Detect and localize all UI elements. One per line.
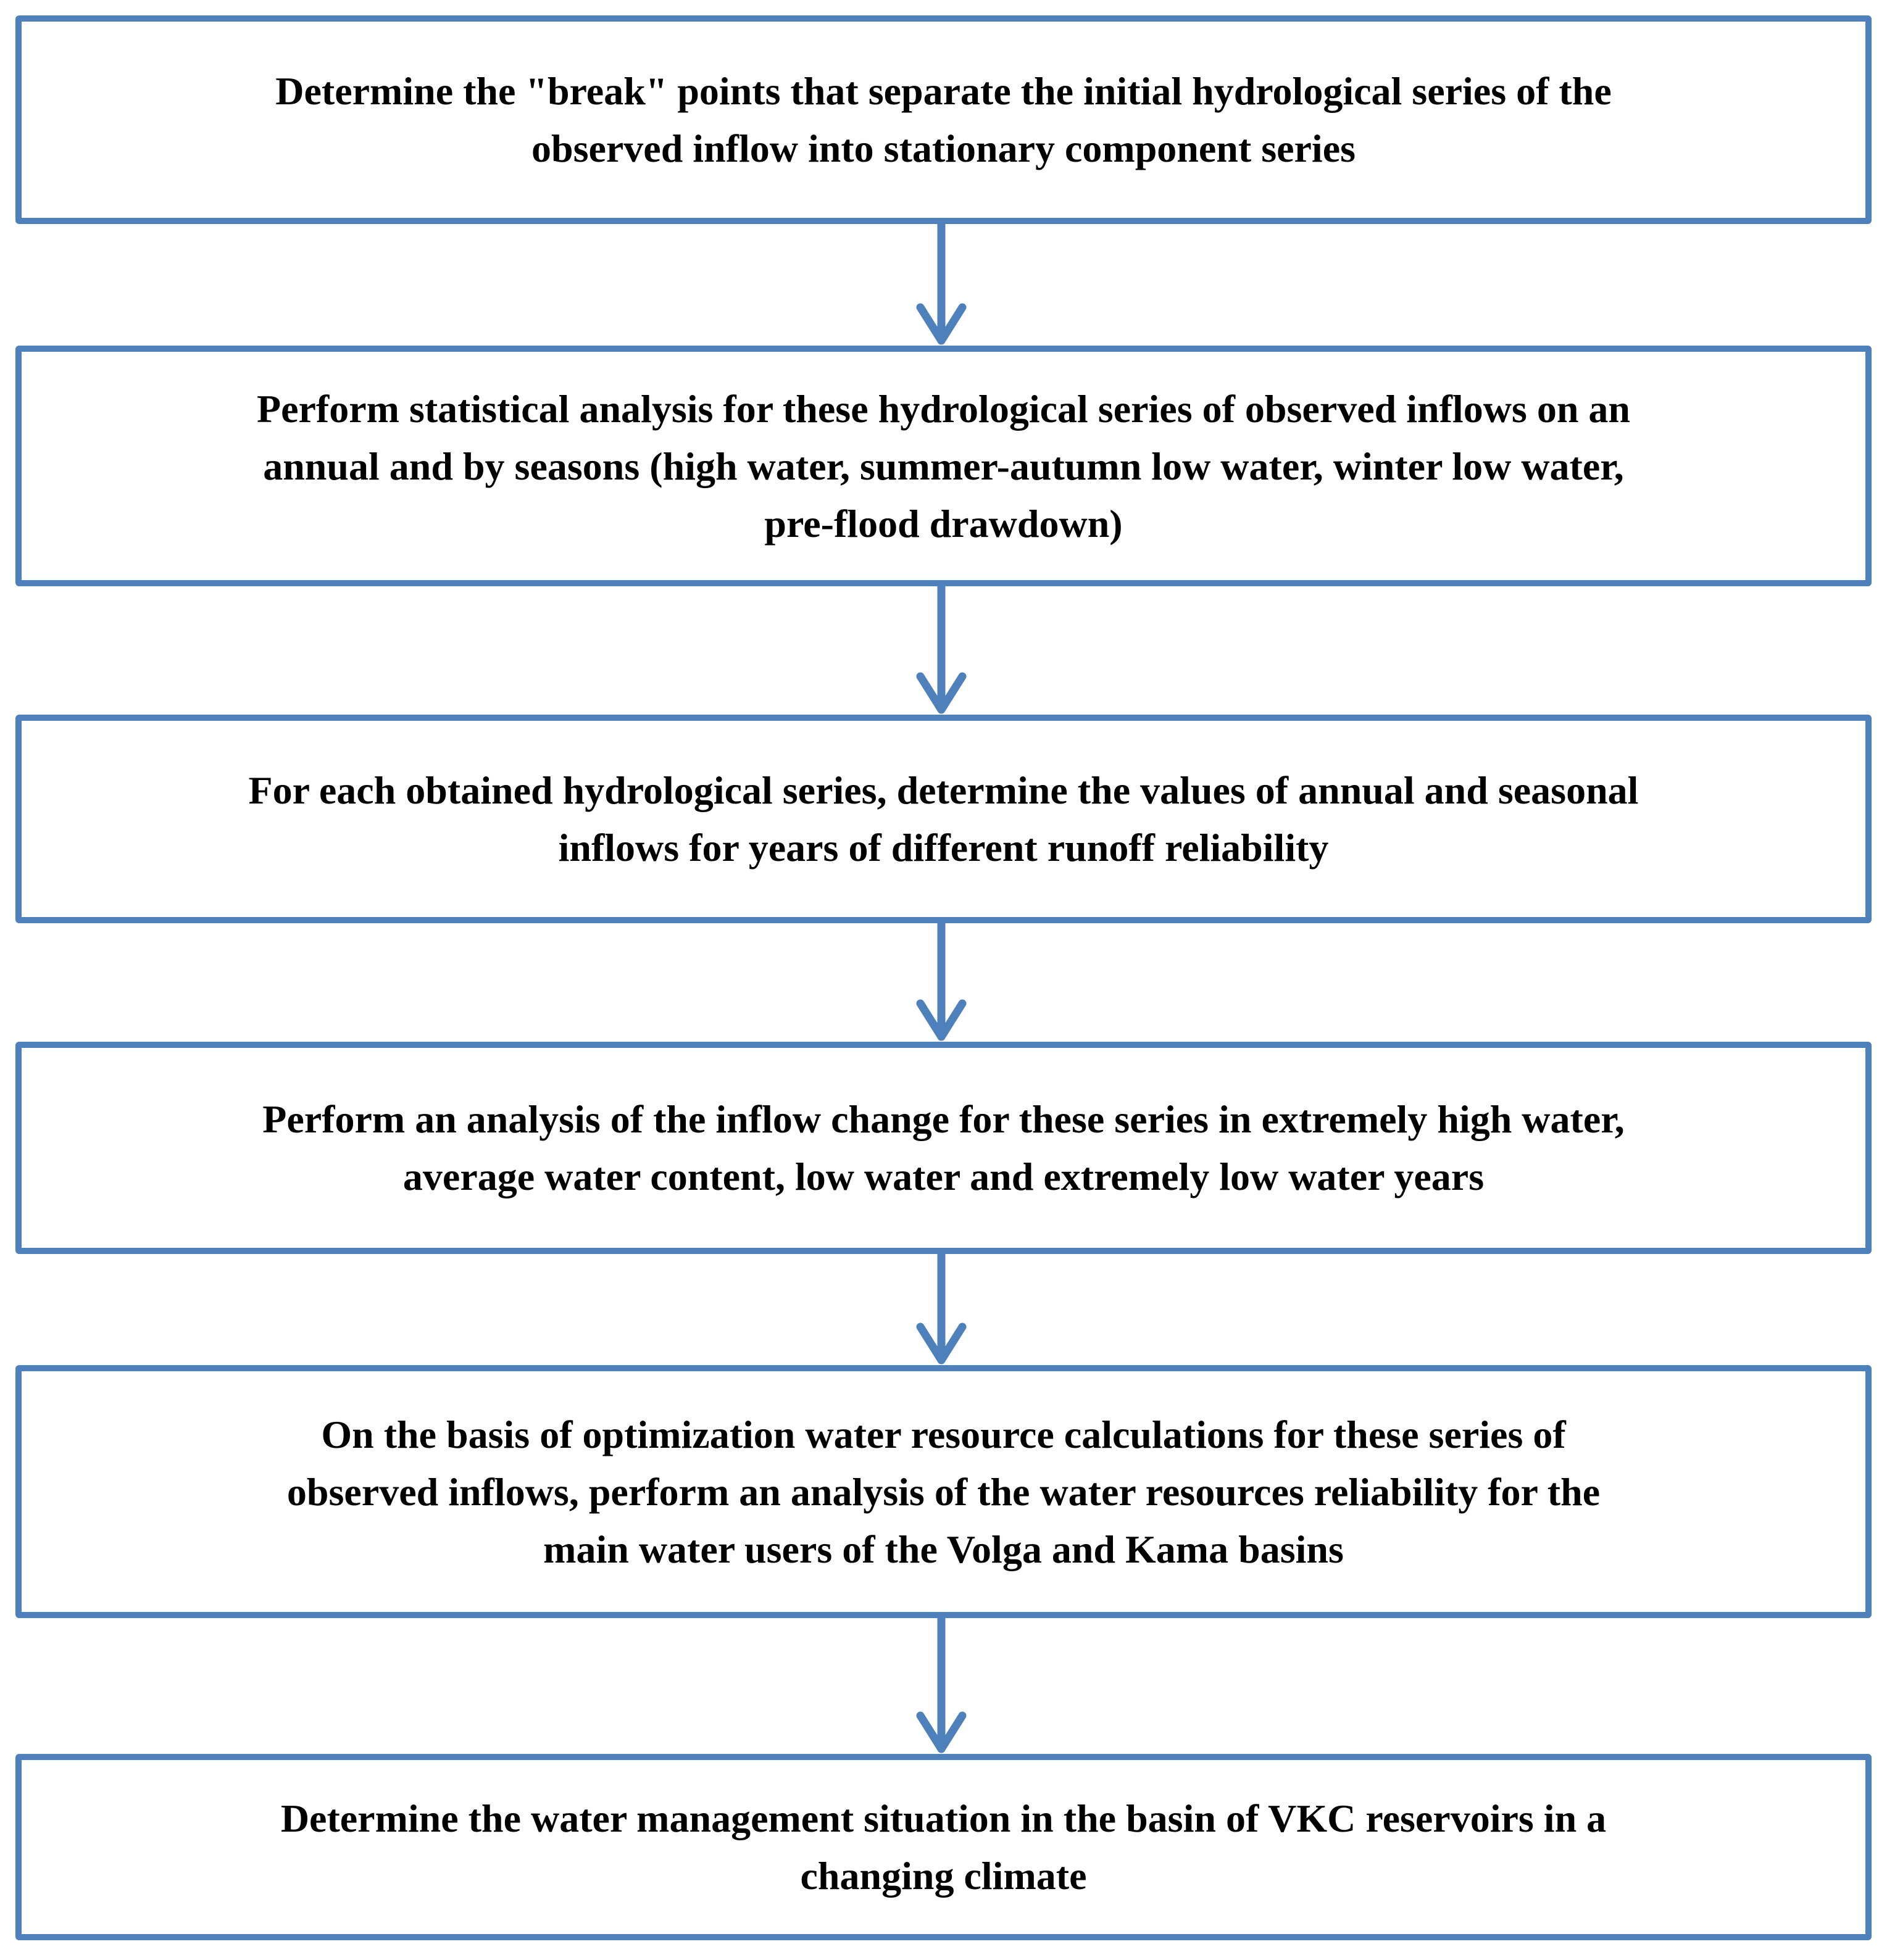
flow-step-4: Perform an analysis of the inflow change… bbox=[15, 1042, 1872, 1254]
flow-step-1-text: Determine the "break" points that separa… bbox=[275, 69, 1612, 170]
down-arrow-icon bbox=[904, 224, 978, 346]
down-arrow-icon bbox=[904, 1618, 978, 1754]
down-arrow-icon bbox=[904, 1254, 978, 1365]
down-arrow-icon bbox=[904, 923, 978, 1042]
flow-step-5-text: On the basis of optimization water resou… bbox=[286, 1412, 1601, 1571]
flow-step-2: Perform statistical analysis for these h… bbox=[15, 346, 1872, 586]
flow-step-1: Determine the "break" points that separa… bbox=[15, 15, 1872, 224]
flow-step-3-text: For each obtained hydrological series, d… bbox=[248, 768, 1639, 870]
flow-step-5: On the basis of optimization water resou… bbox=[15, 1365, 1872, 1618]
flow-step-2-text: Perform statistical analysis for these h… bbox=[257, 386, 1630, 546]
flow-step-3: For each obtained hydrological series, d… bbox=[15, 715, 1872, 923]
flow-step-6: Determine the water management situation… bbox=[15, 1754, 1872, 1940]
down-arrow-icon bbox=[904, 586, 978, 715]
flow-step-4-text: Perform an analysis of the inflow change… bbox=[262, 1097, 1625, 1198]
flow-step-6-text: Determine the water management situation… bbox=[280, 1796, 1607, 1898]
